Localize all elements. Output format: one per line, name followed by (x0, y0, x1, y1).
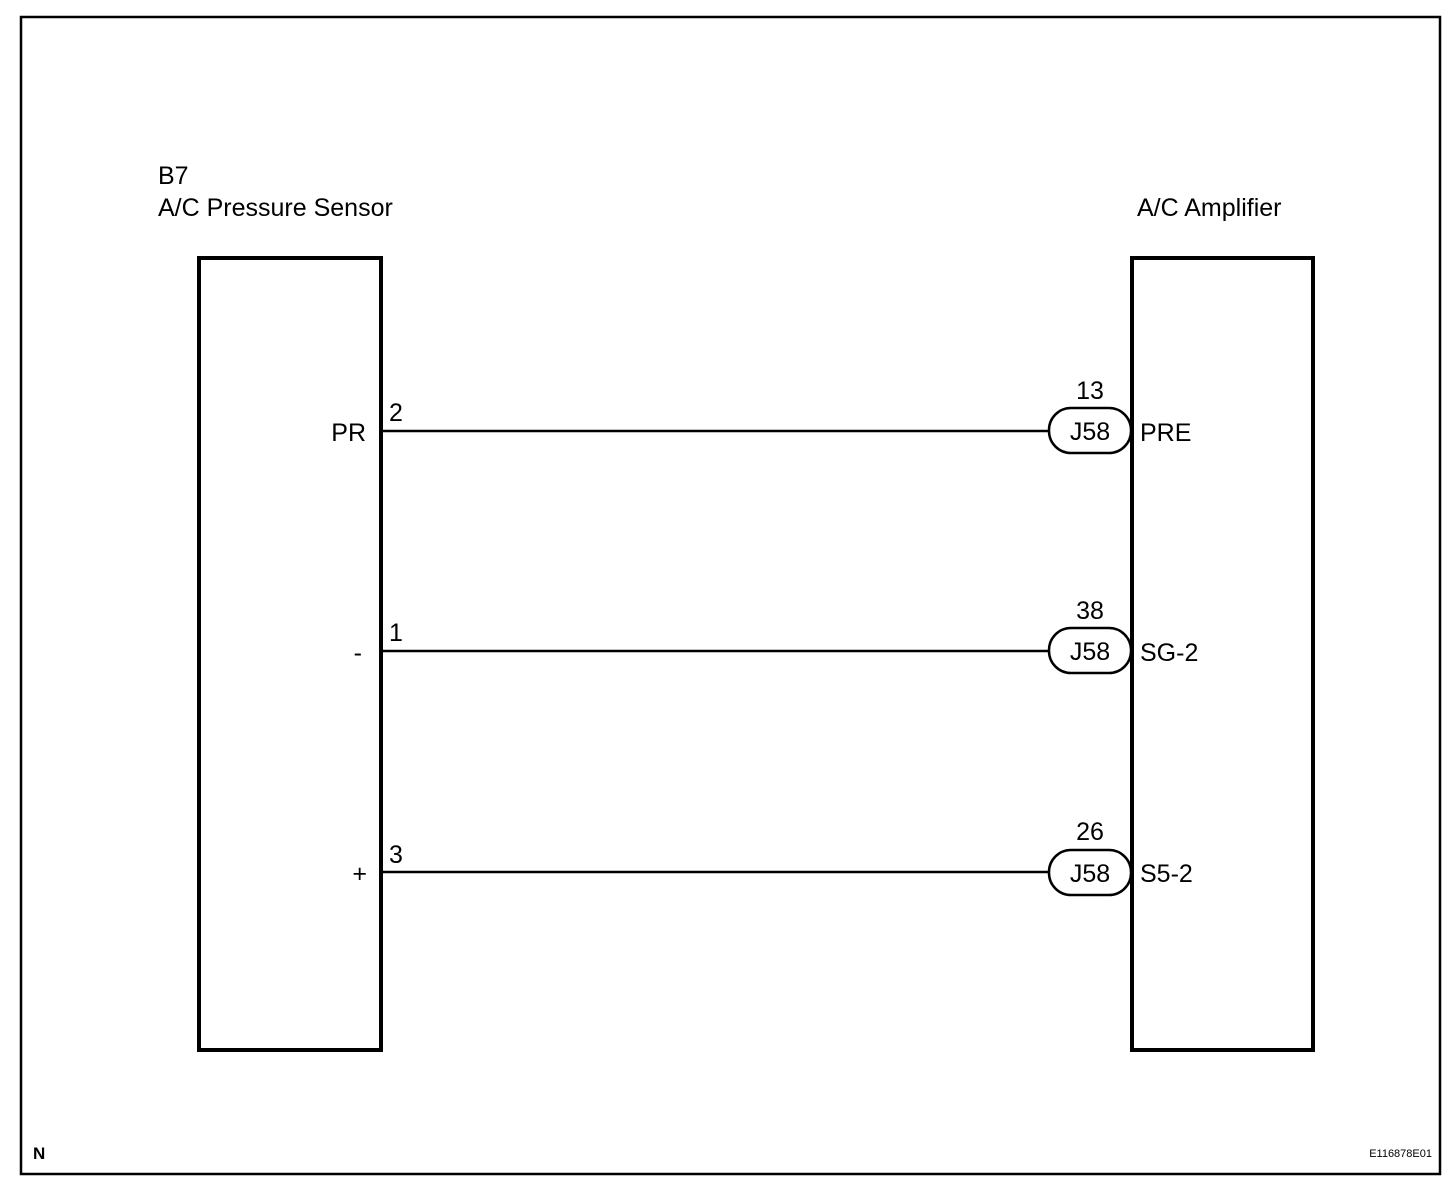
junction-connector (1047, 406, 1133, 455)
left-terminal-label: + (352, 860, 367, 888)
junction-connector-label: J58 (1070, 418, 1110, 446)
right-pin-number: 38 (1076, 597, 1104, 625)
left-pin-number: 3 (389, 841, 403, 869)
junction-connector-label: J58 (1070, 638, 1110, 666)
connection-row-plus: + 3 26 J58 S5-2 (352, 818, 1193, 897)
left-terminal-label: PR (331, 419, 366, 447)
left-pin-number: 2 (389, 399, 403, 427)
right-pin-number: 26 (1076, 818, 1104, 846)
connection-row-pr: PR 2 13 J58 PRE (331, 377, 1191, 455)
right-terminal-label: PRE (1140, 419, 1191, 447)
junction-connector (1047, 626, 1133, 675)
junction-connector (1047, 848, 1133, 897)
right-component-box (1130, 256, 1315, 1052)
left-component-code: B7 (158, 162, 189, 190)
left-pin-number: 1 (389, 619, 403, 647)
figure-id: E116878E01 (1369, 1148, 1432, 1160)
right-terminal-label: SG-2 (1140, 639, 1198, 667)
corner-mark: N (33, 1144, 45, 1163)
right-pin-number: 13 (1076, 377, 1104, 405)
left-component-box (197, 256, 383, 1052)
right-component-name: A/C Amplifier (1137, 194, 1281, 222)
diagram-frame (19, 15, 1442, 1176)
right-terminal-label: S5-2 (1140, 860, 1193, 888)
left-component-name: A/C Pressure Sensor (158, 194, 393, 222)
left-terminal-label: - (354, 639, 362, 667)
junction-connector-label: J58 (1070, 860, 1110, 888)
connection-row-minus: - 1 38 J58 SG-2 (354, 597, 1198, 675)
